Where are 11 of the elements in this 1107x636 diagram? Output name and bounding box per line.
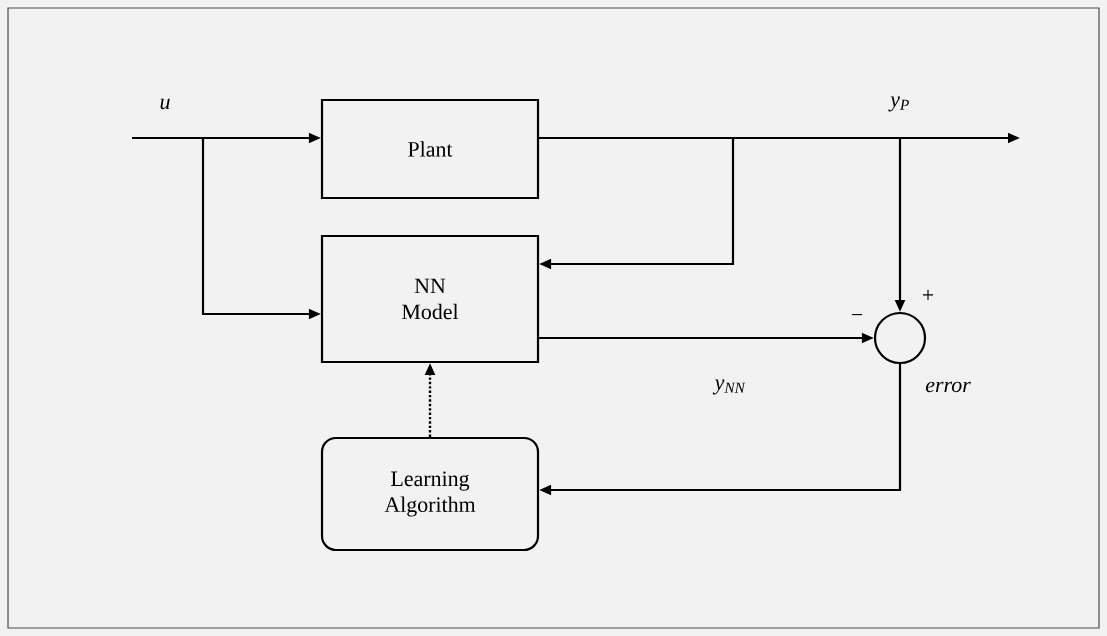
edge-label: y$_{P}$ [888, 96, 909, 112]
process-box: NN Model [320, 234, 540, 364]
process-box: Plant [320, 98, 540, 200]
arrow [539, 136, 735, 270]
edge-label: y$_{NN}$ [712, 379, 746, 395]
summing-junction [873, 311, 927, 365]
sign-label: + [922, 289, 934, 300]
process-box: Learning Algorithm [320, 436, 540, 552]
edge-label: u [160, 98, 170, 110]
edge-label: error [925, 381, 971, 393]
sign-label: − [851, 314, 863, 316]
